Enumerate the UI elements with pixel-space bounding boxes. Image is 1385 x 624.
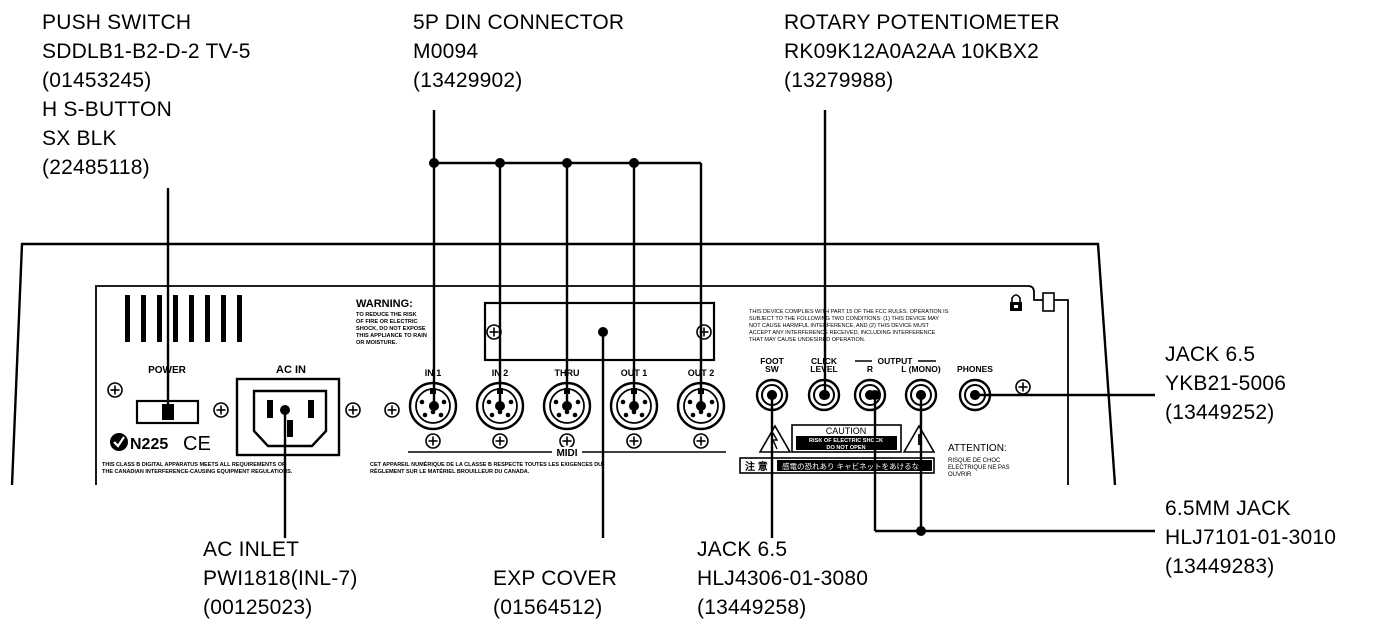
callout-line: 6.5MM JACK	[1165, 497, 1291, 520]
callout-line: H S-BUTTON	[42, 98, 172, 121]
warning-title: WARNING:	[356, 298, 413, 310]
foot-sw-label: SW	[765, 364, 780, 374]
callout-line: (13449252)	[1165, 401, 1275, 424]
screw-icon	[345, 402, 361, 418]
phones-label: PHONES	[957, 364, 993, 374]
screw-icon	[213, 402, 229, 418]
c-tick-icon	[110, 433, 128, 451]
class-b-notice-fr: CET APPAREIL NUMÉRIQUE DE LA CLASSE B RE…	[370, 460, 602, 468]
screw-icon	[425, 433, 441, 449]
panel-inner	[95, 285, 1069, 485]
svg-text:OUVRIR: OUVRIR	[948, 472, 972, 478]
ac-pin	[267, 400, 273, 418]
caution-sub: DO NOT OPEN	[826, 445, 865, 451]
leader-dots	[163, 158, 980, 536]
vent-slots	[125, 295, 242, 342]
screw-icon	[384, 402, 400, 418]
svg-text:RISQUE DE CHOC: RISQUE DE CHOC	[948, 458, 1001, 464]
svg-text:THAT MAY CAUSE UNDESIRED OPERA: THAT MAY CAUSE UNDESIRED OPERATION.	[749, 337, 866, 343]
callout-line: EXP COVER	[493, 567, 617, 590]
svg-text:OR MOISTURE.: OR MOISTURE.	[356, 340, 397, 346]
rotary-potentiometer-callout: ROTARY POTENTIOMETER RK09K12A0A2AA 10KBX…	[784, 8, 1060, 95]
foot-jack-callout: JACK 6.5 HLJ4306-01-3080 (13449258)	[697, 535, 868, 622]
fcc-notice: THIS DEVICE COMPLIES WITH PART 15 OF THE…	[749, 309, 949, 343]
callout-line: 5P DIN CONNECTOR	[413, 11, 625, 34]
callout-line: (00125023)	[203, 596, 313, 619]
svg-text:NOT CAUSE HARMFUL INTERFERENCE: NOT CAUSE HARMFUL INTERFERENCE, AND (2) …	[749, 323, 930, 329]
svg-text:SHOCK, DO NOT EXPOSE: SHOCK, DO NOT EXPOSE	[356, 326, 426, 332]
callout-line: YKB21-5006	[1165, 372, 1287, 395]
callout-line: ROTARY POTENTIOMETER	[784, 11, 1060, 34]
screw-icon	[626, 433, 642, 449]
class-b-notice-en: THE CANADIAN INTERFERENCE-CAUSING EQUIPM…	[102, 469, 293, 475]
midi-label: MIDI	[556, 448, 577, 459]
ac-inlet-socket	[252, 389, 328, 448]
screw-icon	[693, 433, 709, 449]
svg-text:THIS DEVICE COMPLIES WITH PART: THIS DEVICE COMPLIES WITH PART 15 OF THE…	[749, 309, 949, 315]
jp-caution-text: 感電の恐れあり キャビネットをあけるな	[782, 461, 919, 471]
callout-line: PUSH SWITCH	[42, 11, 192, 34]
callout-line: HLJ7101-01-3010	[1165, 526, 1337, 549]
caution-label: CAUTION	[826, 426, 867, 436]
push-switch-callout: PUSH SWITCH SDDLB1-B2-D-2 TV-5 (01453245…	[42, 8, 251, 182]
callout-line: (01564512)	[493, 596, 603, 619]
callout-line: RK09K12A0A2AA 10KBX2	[784, 40, 1040, 63]
svg-text:OF FIRE OR ELECTRIC: OF FIRE OR ELECTRIC	[356, 319, 418, 325]
callout-line: (13449283)	[1165, 555, 1275, 578]
callout-line: (01453245)	[42, 69, 152, 92]
cert-mark: N225	[130, 436, 168, 453]
ce-mark: CE	[183, 433, 211, 455]
ac-pin	[287, 420, 293, 437]
callout-line: SX BLK	[42, 127, 117, 150]
callout-line: (13449258)	[697, 596, 807, 619]
callout-line: HLJ4306-01-3080	[697, 567, 869, 590]
svg-text:ACCEPT ANY INTERFERENCE RECEIV: ACCEPT ANY INTERFERENCE RECEIVED, INCLUD…	[749, 330, 936, 336]
lightning-warning-icon	[758, 424, 792, 453]
output-jack-callout: 6.5MM JACK HLJ7101-01-3010 (13449283)	[1165, 494, 1336, 581]
attention-text: RISQUE DE CHOC ELECTRIQUE NE PAS OUVRIR	[948, 458, 1010, 478]
svg-text:THIS APPLIANCE TO RAIN: THIS APPLIANCE TO RAIN	[356, 333, 427, 339]
callout-line: JACK 6.5	[1165, 343, 1256, 366]
output-label: OUTPUT	[878, 356, 914, 366]
ac-inlet-callout: AC INLET PWI1818(INL-7) (00125023)	[203, 535, 358, 622]
class-b-notice-fr: RÈGLEMENT SUR LE MATÉRIEL BROUILLEUR DU …	[370, 467, 530, 475]
panel-outline	[10, 242, 1117, 486]
callout-line: M0094	[413, 40, 479, 63]
callout-line: PWI1818(INL-7)	[203, 567, 358, 590]
class-b-notice-en: THIS CLASS B DIGITAL APPARATUS MEETS ALL…	[102, 462, 286, 468]
jp-caution-prefix: 注 意	[745, 460, 768, 473]
output-r-label: R	[867, 364, 873, 374]
screw-icon	[107, 382, 123, 398]
callout-line: SDDLB1-B2-D-2 TV-5	[42, 40, 251, 63]
caution-sub: RISK OF ELECTRIC SHOCK	[809, 438, 883, 444]
output-l-label: L (MONO)	[901, 364, 941, 374]
ac-in-label: AC IN	[276, 364, 306, 376]
callout-line: (13279988)	[784, 69, 894, 92]
lock-icon	[1010, 294, 1022, 311]
svg-text:ELECTRIQUE NE PAS: ELECTRIQUE NE PAS	[948, 465, 1010, 471]
callout-line: AC INLET	[203, 538, 300, 561]
screw-icon	[559, 433, 575, 449]
din-connector-callout: 5P DIN CONNECTOR M0094 (13429902)	[413, 8, 624, 95]
warning-text: TO REDUCE THE RISK OF FIRE OR ELECTRIC S…	[356, 312, 427, 346]
svg-text:SUBJECT TO THE FOLLOWING TWO C: SUBJECT TO THE FOLLOWING TWO CONDITIONS:…	[749, 316, 939, 322]
attention-title: ATTENTION:	[948, 443, 1007, 454]
exp-cover-callout: EXP COVER (01564512)	[493, 564, 617, 622]
svg-text:TO REDUCE THE RISK: TO REDUCE THE RISK	[356, 312, 417, 318]
screw-icon	[1015, 379, 1031, 395]
foot-sw-label: FOOT	[760, 356, 784, 366]
callout-line: JACK 6.5	[697, 538, 788, 561]
screw-icon	[696, 324, 712, 340]
ac-pin	[308, 400, 314, 418]
screw-icon	[492, 433, 508, 449]
phones-jack-callout: JACK 6.5 YKB21-5006 (13449252)	[1165, 340, 1286, 427]
callout-line: (22485118)	[42, 156, 150, 179]
callout-line: (13429902)	[413, 69, 523, 92]
security-slot[interactable]	[1042, 292, 1055, 312]
